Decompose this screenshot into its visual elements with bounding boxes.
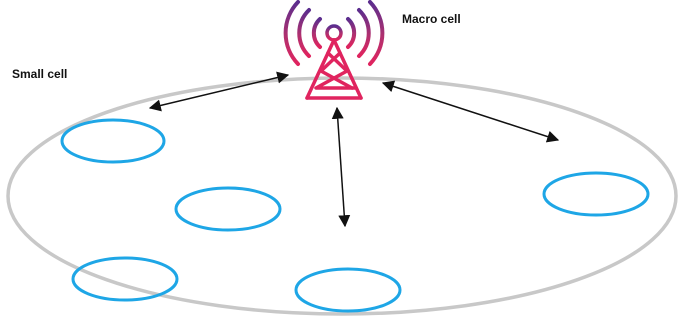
macro-cell-label: Macro cell bbox=[402, 12, 461, 26]
coverage-ring-small-4 bbox=[294, 267, 402, 313]
link-arrow-small-4 bbox=[331, 106, 351, 228]
coverage-ring-small-1 bbox=[60, 118, 166, 164]
link-arrow-small-5 bbox=[381, 80, 560, 143]
small-cell-label: Small cell bbox=[12, 67, 68, 81]
macro-cell-tower-icon bbox=[283, 0, 385, 100]
coverage-ring-small-2 bbox=[174, 186, 282, 232]
coverage-ring-small-3 bbox=[71, 256, 179, 302]
link-arrow-small-1 bbox=[148, 71, 290, 112]
network-boundary bbox=[6, 76, 678, 316]
coverage-ring-small-5 bbox=[542, 171, 650, 217]
